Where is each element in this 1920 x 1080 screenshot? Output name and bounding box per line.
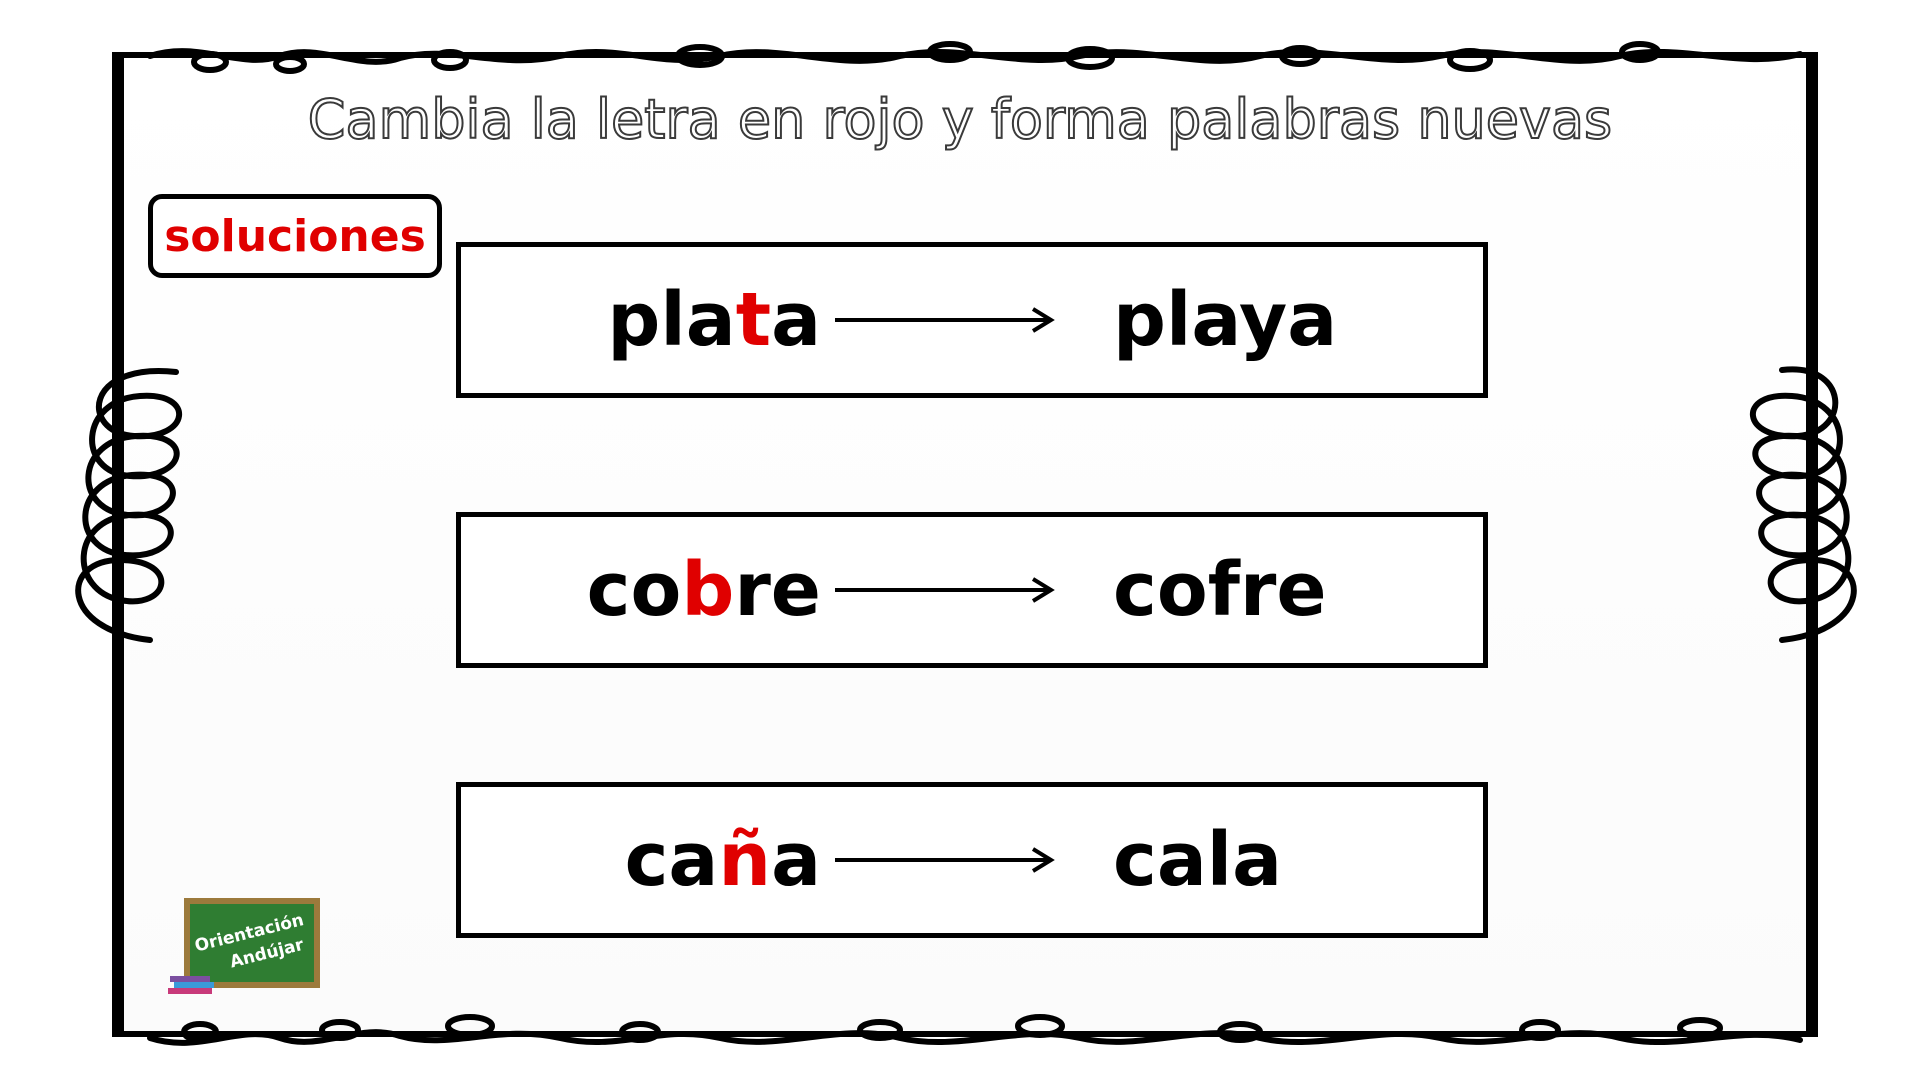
word-part: co bbox=[586, 547, 682, 633]
arrow-right-icon bbox=[835, 307, 1055, 333]
word-part: ca bbox=[624, 817, 719, 903]
orientacion-andujar-logo: Orientación Andújar bbox=[168, 898, 320, 994]
arrow-right-icon bbox=[835, 577, 1055, 603]
original-word: cobre bbox=[587, 517, 821, 663]
solutions-badge: soluciones bbox=[148, 194, 442, 278]
word-pair-card: plata playa bbox=[456, 242, 1488, 398]
word-part: pla bbox=[607, 277, 736, 363]
arrow-right-icon bbox=[835, 847, 1055, 873]
word-pair-card: caña cala bbox=[456, 782, 1488, 938]
changed-letter: t bbox=[735, 277, 772, 363]
page-title: Cambia la letra en rojo y forma palabras… bbox=[307, 87, 1613, 152]
original-word: caña bbox=[625, 787, 821, 933]
new-word: playa bbox=[1113, 277, 1338, 363]
original-word: plata bbox=[607, 247, 821, 393]
changed-letter: b bbox=[681, 547, 735, 633]
new-word: cofre bbox=[1113, 547, 1327, 633]
word-pair-card: cobre cofre bbox=[456, 512, 1488, 668]
word-part: re bbox=[734, 547, 821, 633]
changed-letter: ñ bbox=[718, 817, 772, 903]
word-part: a bbox=[771, 277, 821, 363]
new-word: cala bbox=[1113, 817, 1283, 903]
books-icon bbox=[168, 976, 214, 994]
word-part: a bbox=[771, 817, 821, 903]
